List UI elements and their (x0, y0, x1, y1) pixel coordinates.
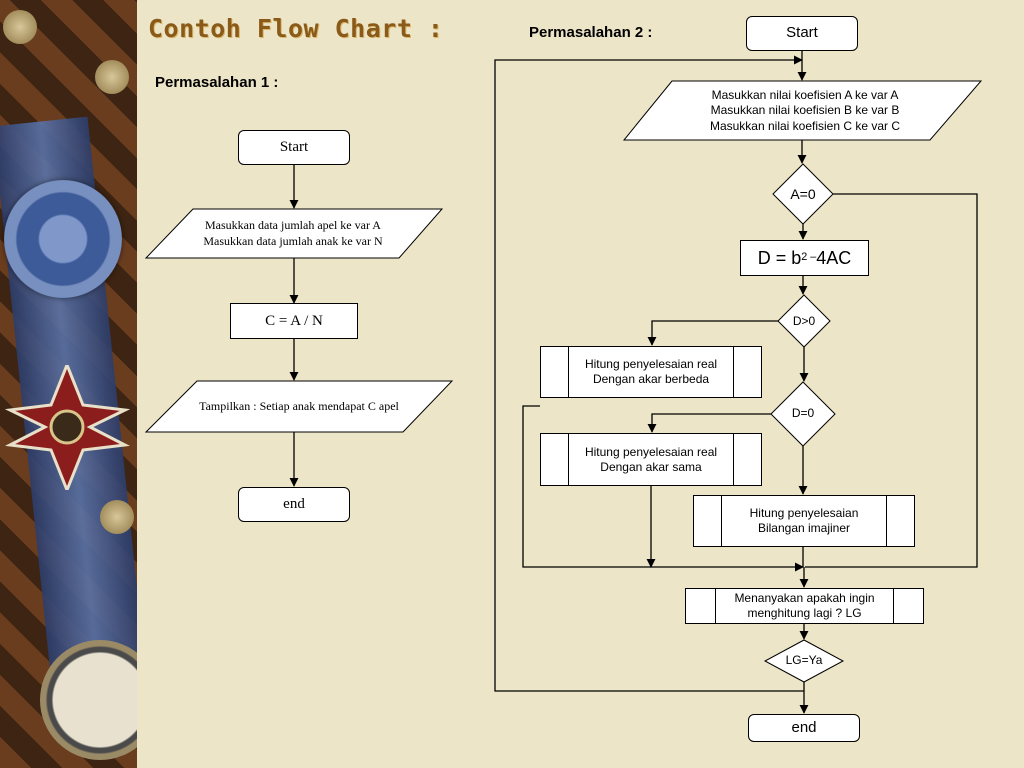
p2-real-diff-line2: Dengan akar berbeda (592, 372, 710, 386)
p2-end-node: end (748, 714, 860, 742)
p1-input-shape (144, 208, 444, 259)
p1-end-node: end (238, 487, 350, 522)
p1-input-line1: Masukkan data jumlah apel ke var A (205, 218, 381, 233)
p2-start-label: Start (786, 24, 818, 42)
p2-formula-prefix: D = b (757, 247, 802, 268)
p1-input-text: Masukkan data jumlah apel ke var A Masuk… (160, 212, 426, 256)
p1-process-node: C = A / N (230, 303, 358, 339)
p2-ask-node: Menanyakan apakah ingin menghitung lagi … (685, 588, 924, 624)
p1-output-text: Tampilkan : Setiap anak mendapat C apel (160, 384, 438, 430)
p1-start-label: Start (279, 139, 309, 156)
p2-real-same-node: Hitung penyelesaian real Dengan akar sam… (540, 433, 762, 486)
coin-decoration (3, 10, 37, 44)
p2-real-diff-line1: Hitung penyelesaian real (584, 357, 718, 371)
p2-ask-line1: Menanyakan apakah ingin (734, 591, 875, 605)
p2-imag-line1: Hitung penyelesaian (749, 506, 859, 520)
problem1-label: Permasalahan 1 : (155, 74, 279, 91)
problem2-label: Permasalahan 2 : (529, 24, 653, 41)
p2-decision-d0-label: D=0 (791, 406, 815, 421)
p2-imag-node: Hitung penyelesaian Bilangan imajiner (693, 495, 915, 547)
p1-input-line2: Masukkan data jumlah anak ke var N (203, 234, 383, 248)
p2-input-line1: Masukkan nilai koefisien A ke var A (711, 87, 899, 102)
page-title: Contoh Flow Chart : (148, 14, 444, 43)
p1-process-label: C = A / N (265, 312, 323, 329)
p2-decision-dgt0-label: D>0 (792, 314, 816, 329)
coin-decoration (100, 500, 134, 534)
p1-start-node: Start (238, 130, 350, 165)
p2-ask-line2: menghitung lagi ? LG (747, 606, 862, 620)
p2-decision-lg-label: LG=Ya (785, 653, 823, 668)
decorative-collage-image (0, 0, 137, 768)
p2-formula-suffix: 4AC (816, 247, 852, 268)
rosette-medal-icon (4, 180, 122, 298)
p2-real-same-line1: Hitung penyelesaian real (584, 444, 718, 459)
p2-end-label: end (791, 718, 817, 736)
p2-real-diff-node: Hitung penyelesaian real Dengan akar ber… (540, 346, 762, 398)
p2-input-line2: Masukkan nilai koefisien B ke var B (710, 103, 900, 118)
p2-input-line3: Masukkan nilai koefisien C ke var C (709, 118, 901, 133)
compass-icon (40, 640, 137, 760)
p1-end-label: end (283, 496, 305, 513)
p2-decision-a0-label: A=0 (790, 185, 816, 202)
p2-input-text: Masukkan nilai koefisien A ke var A Masu… (660, 84, 950, 138)
p1-output-label: Tampilkan : Setiap anak mendapat C apel (199, 399, 399, 414)
p1-output-shape (144, 380, 454, 433)
coin-decoration (95, 60, 129, 94)
p2-real-same-line2: Dengan akar sama (600, 459, 702, 474)
p2-formula-exponent: 2 – (801, 251, 817, 264)
p2-input-shape (622, 80, 983, 141)
cross-medal-icon (5, 365, 130, 490)
p2-imag-line2: Bilangan imajiner (757, 521, 851, 535)
p2-start-node: Start (746, 16, 858, 51)
